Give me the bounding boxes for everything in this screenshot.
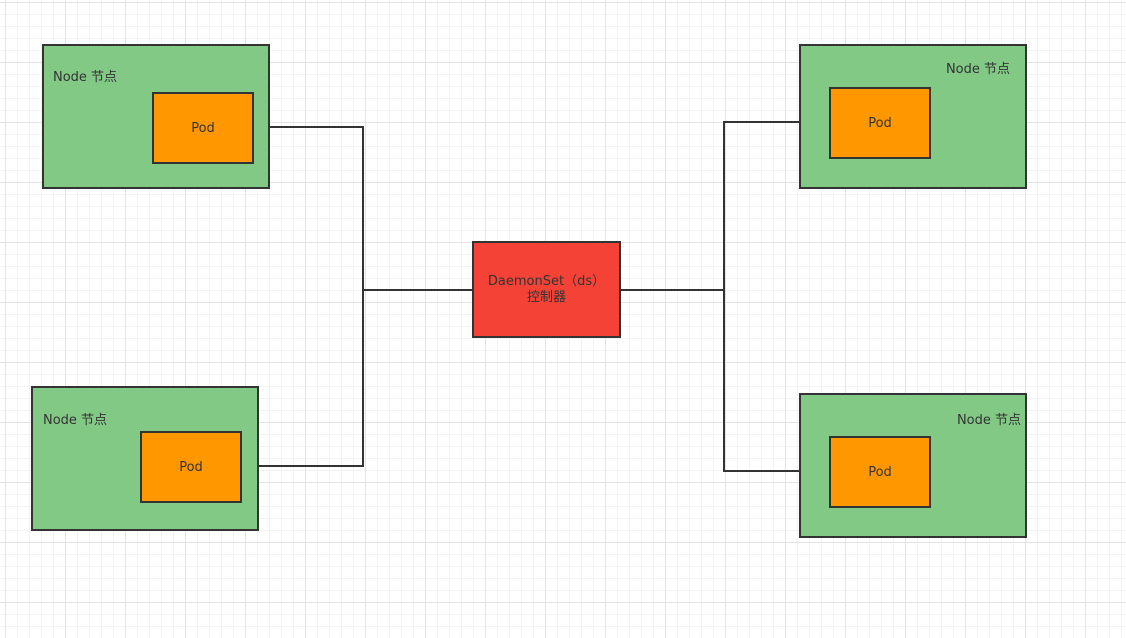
controller-title: DaemonSet（ds） xyxy=(487,273,606,289)
node-bottom-left: Node 节点 Pod xyxy=(31,386,259,531)
pod-box: Pod xyxy=(829,87,931,159)
node-top-right: Node 节点 Pod xyxy=(799,44,1027,189)
pod-box: Pod xyxy=(152,92,254,164)
connector-to-node-top-right xyxy=(621,117,828,291)
controller-subtitle: 控制器 xyxy=(526,289,566,305)
node-label: Node 节点 xyxy=(956,413,1021,428)
connector-to-node-bottom-left xyxy=(242,290,364,471)
node-bottom-right: Node 节点 Pod xyxy=(799,393,1027,538)
pod-box: Pod xyxy=(829,436,931,508)
daemonset-controller: DaemonSet（ds） 控制器 xyxy=(472,241,621,338)
node-top-left: Node 节点 Pod xyxy=(42,44,270,189)
node-label: Node 节点 xyxy=(53,70,118,85)
node-label: Node 节点 xyxy=(945,62,1010,77)
pod-box: Pod xyxy=(140,431,242,503)
connector-to-node-bottom-right xyxy=(723,290,828,476)
connector-to-node-top-left xyxy=(255,122,472,291)
node-label: Node 节点 xyxy=(43,413,108,428)
